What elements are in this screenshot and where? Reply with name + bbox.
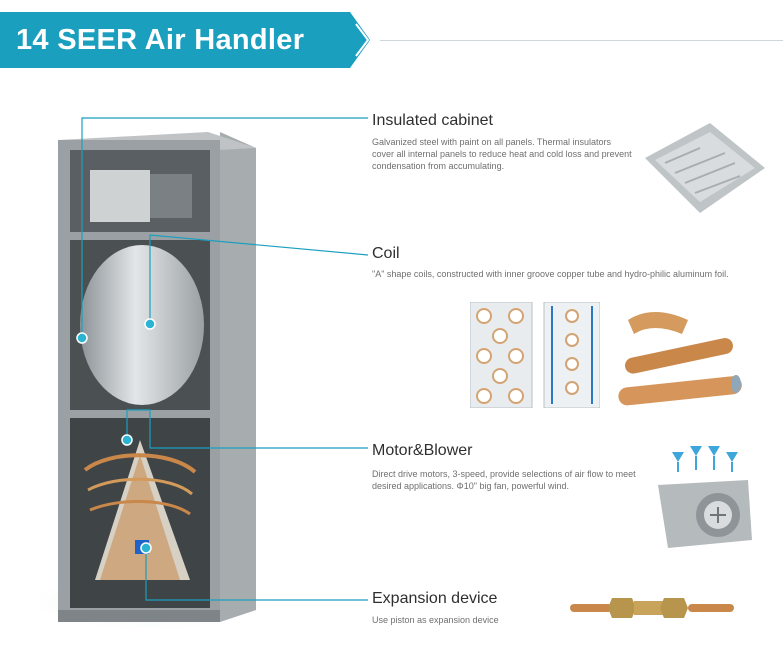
- title-banner: [0, 12, 370, 68]
- insulation-material-image: [645, 123, 765, 213]
- expansion-device-image: [570, 598, 734, 618]
- feature-title-expansion-device: Expansion device: [372, 590, 498, 607]
- blower-image: [658, 446, 752, 548]
- feature-desc-expansion-device: Use piston as expansion device: [372, 615, 499, 625]
- page-title: 14 SEER Air Handler: [16, 24, 305, 56]
- feature-title-insulated-cabinet: Insulated cabinet: [372, 112, 493, 129]
- feature-title-motor-blower: Motor&Blower: [372, 442, 473, 459]
- callout-dot-cabinet: [76, 332, 88, 344]
- feature-desc-coil: "A" shape coils, constructed with inner …: [372, 269, 729, 279]
- callout-dot-blower: [144, 318, 156, 330]
- air-handler-illustration: [30, 132, 270, 634]
- feature-desc-motor-blower: Direct drive motors, 3-speed, provide se…: [372, 469, 636, 491]
- callout-dot-coil: [121, 434, 133, 446]
- coil-fin-diagram: [470, 302, 600, 408]
- feature-title-coil: Coil: [372, 245, 400, 262]
- feature-desc-insulated-cabinet: Galvanized steel with paint on all panel…: [372, 137, 632, 171]
- copper-tube-image: [618, 312, 742, 406]
- header-divider: [380, 40, 783, 41]
- chevron-right-icon: [355, 23, 370, 57]
- callout-dot-expansion: [140, 542, 152, 554]
